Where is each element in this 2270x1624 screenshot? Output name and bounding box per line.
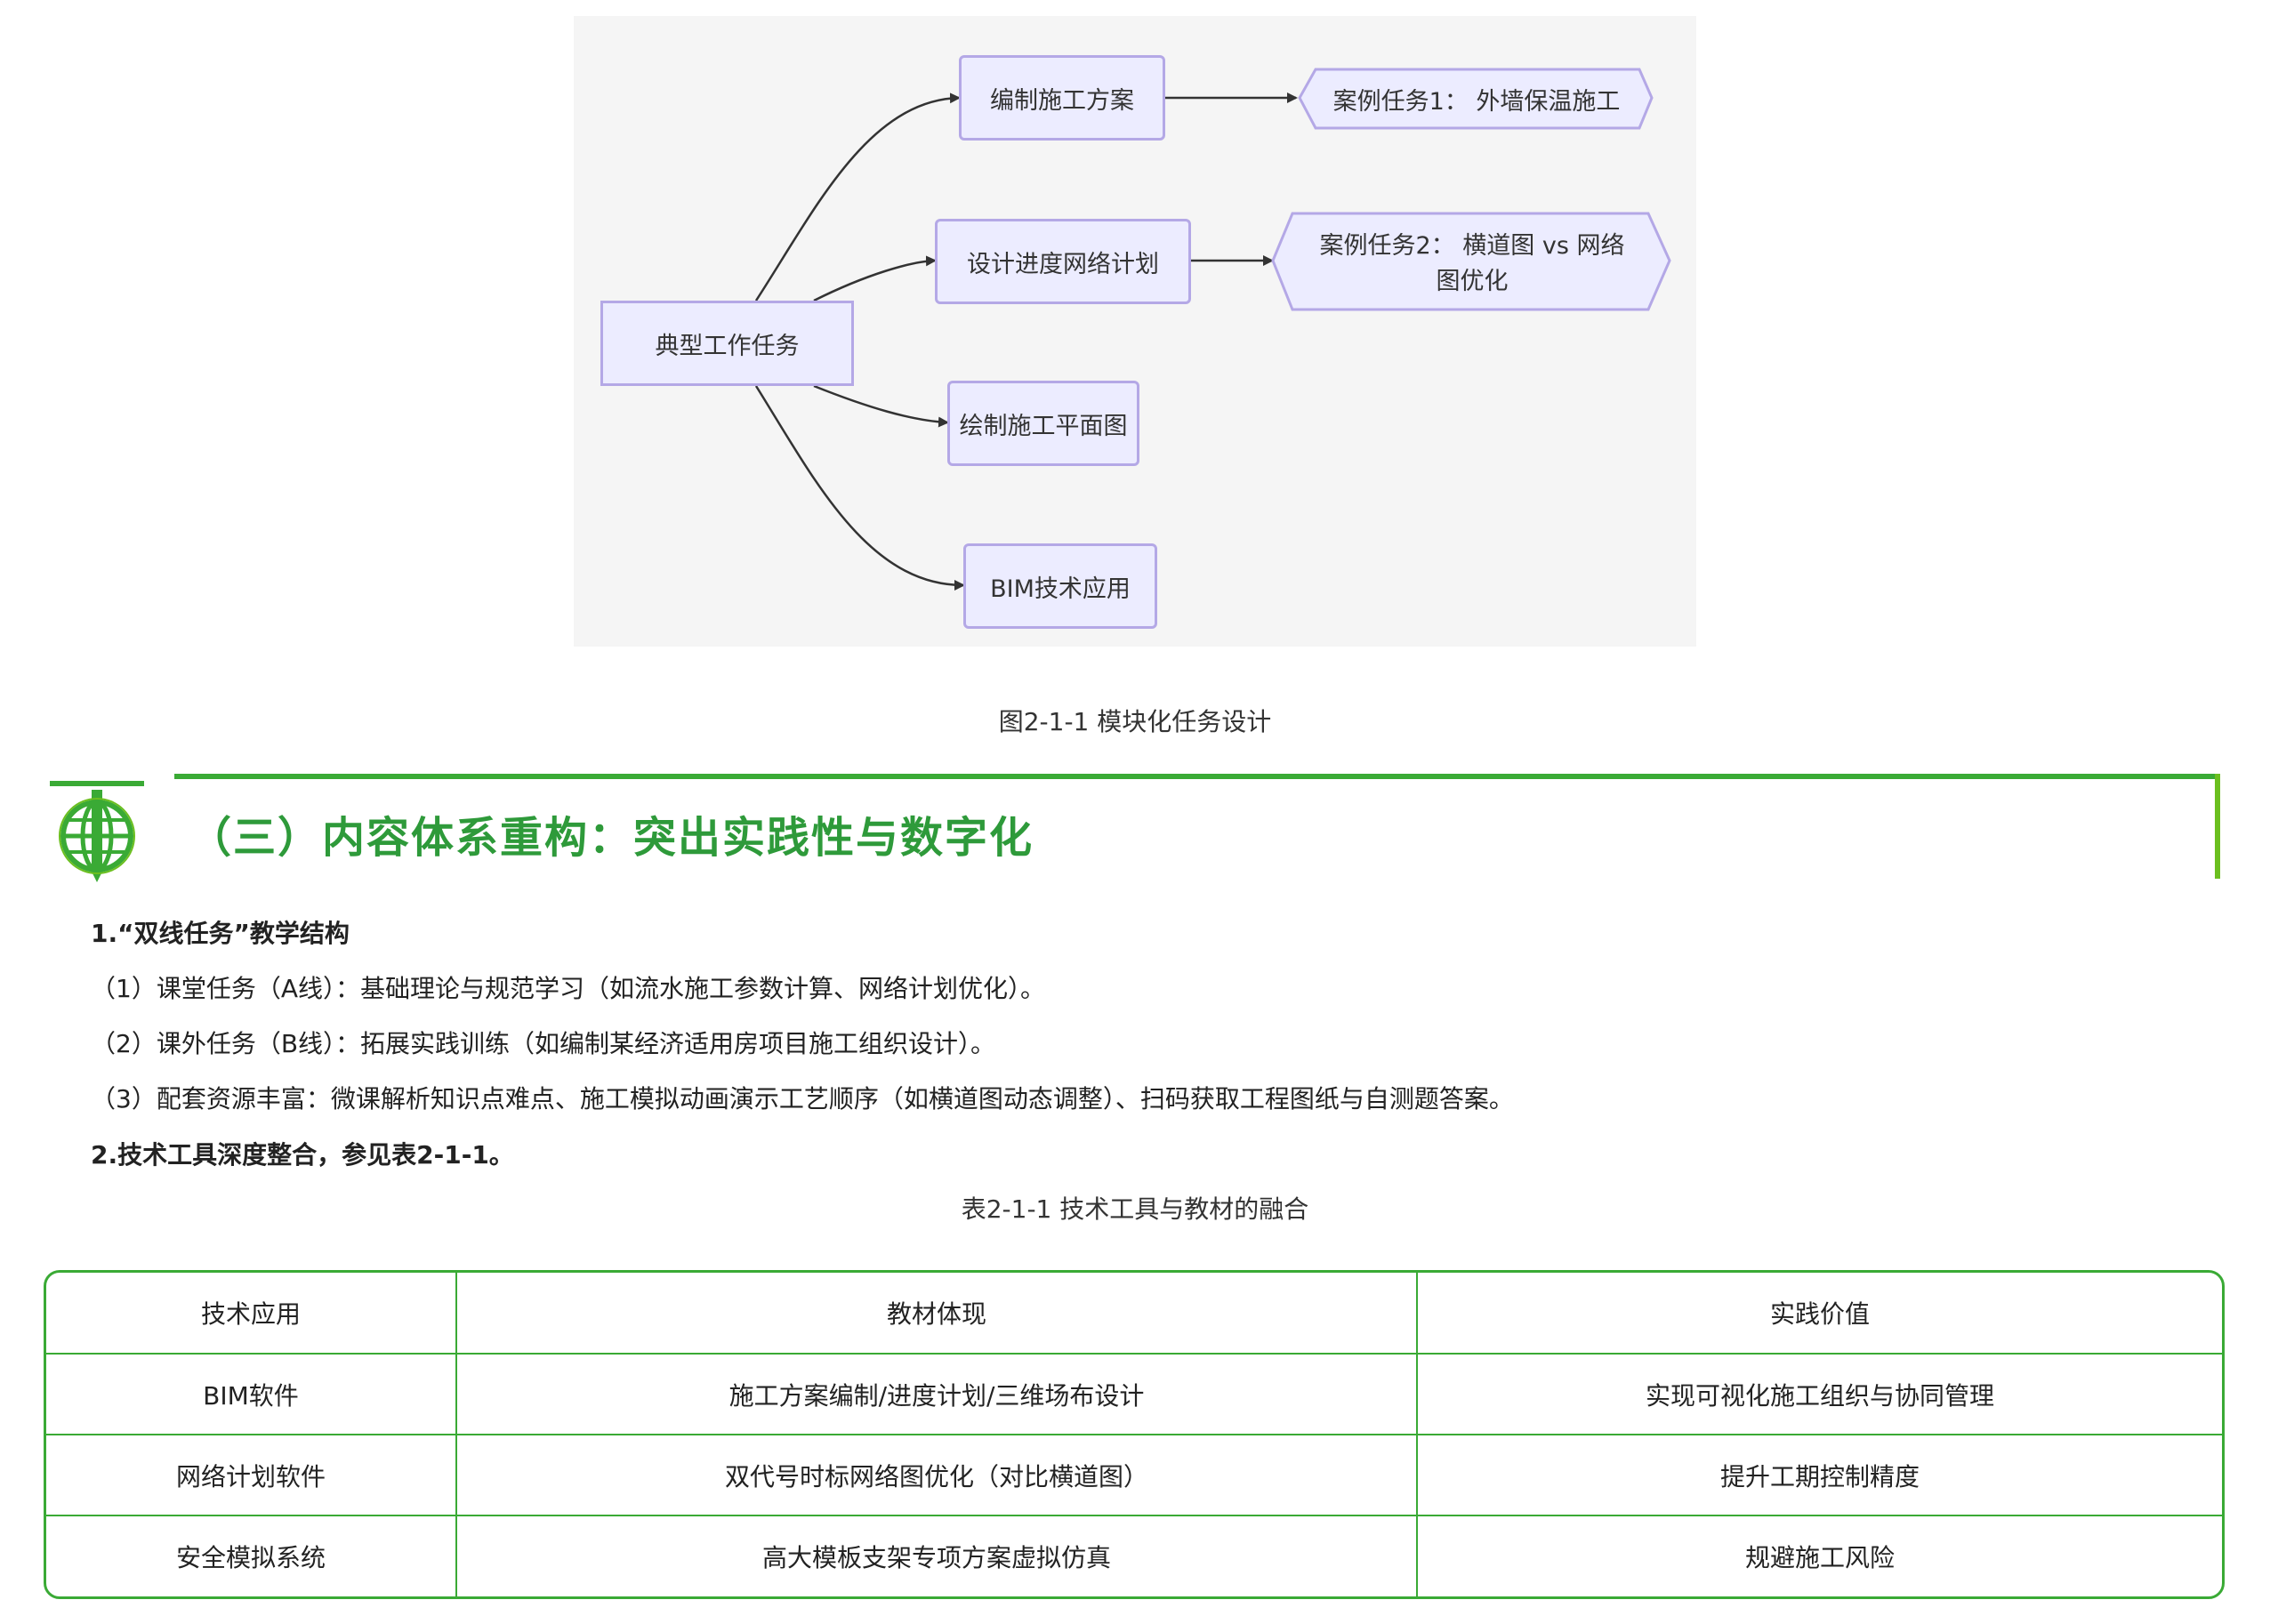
- table-cell: 安全模拟系统: [46, 1515, 457, 1596]
- case1-node-shape: [1298, 68, 1654, 130]
- table-header-row: 技术应用 教材体现 实践价值: [46, 1273, 2222, 1355]
- case2-node-shape: [1271, 212, 1671, 311]
- table-cell: 实现可视化施工组织与协同管理: [1416, 1353, 2222, 1435]
- edge-root-to-task1: [754, 92, 961, 301]
- task-node-4: BIM技术应用: [963, 543, 1157, 629]
- list-item-classroom-task: （1）课堂任务（A线）：基础理论与规范学习（如流水施工参数计算、网络计划优化）。: [91, 974, 1045, 1003]
- flowchart-edges: [754, 68, 1671, 591]
- edge-root-to-task4: [754, 385, 965, 591]
- case-node-2-label-line2: 图优化: [1436, 268, 1509, 295]
- table-caption: 表2-1-1 技术工具与教材的融合: [961, 1194, 1309, 1224]
- section-header: （三）内容体系重构：突出实践性与数字化: [0, 765, 2270, 889]
- list-item-extracurricular-task: （2）课外任务（B线）：拓展实践训练（如编制某经济适用房项目施工组织设计）。: [91, 1029, 996, 1058]
- task-node-1: 编制施工方案: [959, 55, 1165, 141]
- task-flowchart: 典型工作任务 编制施工方案 设计进度网络计划 绘制施工平面图 BIM技术应用 案…: [574, 16, 1696, 647]
- table-cell: 双代号时标网络图优化（对比横道图）: [455, 1434, 1418, 1516]
- table-row: 安全模拟系统 高大模板支架专项方案虚拟仿真 规避施工风险: [46, 1515, 2222, 1596]
- case-node-2-label-line1: 案例任务2： 横道图 vs 网络: [1319, 232, 1625, 260]
- root-node: 典型工作任务: [600, 301, 854, 386]
- edge-root-to-task3: [813, 384, 949, 428]
- task-node-3: 绘制施工平面图: [947, 381, 1139, 466]
- tool-integration-table: 技术应用 教材体现 实践价值 BIM软件 施工方案编制/进度计划/三维场布设计 …: [44, 1270, 2225, 1599]
- table-cell: 高大模板支架专项方案虚拟仿真: [455, 1515, 1418, 1596]
- table-row: BIM软件 施工方案编制/进度计划/三维场布设计 实现可视化施工组织与协同管理: [46, 1353, 2222, 1435]
- list-item-resources: （3）配套资源丰富：微课解析知识点难点、施工模拟动画演示工艺顺序（如横道图动态调…: [91, 1084, 1514, 1113]
- table-cell: 网络计划软件: [46, 1434, 457, 1516]
- table-row: 网络计划软件 双代号时标网络图优化（对比横道图） 提升工期控制精度: [46, 1434, 2222, 1516]
- table-header-cell: 技术应用: [46, 1273, 457, 1355]
- table-header-cell: 实践价值: [1416, 1273, 2222, 1355]
- table-cell: BIM软件: [46, 1353, 457, 1435]
- edge-root-to-task2: [813, 255, 937, 302]
- task-node-4-label: BIM技术应用: [990, 575, 1131, 603]
- table-cell: 规避施工风险: [1416, 1515, 2222, 1596]
- task-node-3-label: 绘制施工平面图: [959, 412, 1128, 440]
- figure-caption: 图2-1-1 模块化任务设计: [998, 707, 1272, 736]
- root-node-label: 典型工作任务: [655, 332, 800, 360]
- heading-tool-integration: 2.技术工具深度整合，参见表2-1-1。: [91, 1140, 514, 1170]
- section-title: （三）内容体系重构：突出实践性与数字化: [189, 813, 1034, 863]
- table-cell: 施工方案编制/进度计划/三维场布设计: [455, 1353, 1418, 1435]
- task-node-2: 设计进度网络计划: [935, 219, 1191, 304]
- section-header-right-rule: [2215, 774, 2220, 879]
- case-node-1-label: 案例任务1： 外墙保温施工: [1332, 88, 1621, 116]
- section-header-top-rule: [174, 774, 2220, 779]
- table-header-cell: 教材体现: [455, 1273, 1418, 1355]
- heading-dual-track: 1.“双线任务”教学结构: [91, 919, 350, 948]
- table-cell: 提升工期控制精度: [1416, 1434, 2222, 1516]
- task-node-2-label: 设计进度网络计划: [967, 250, 1159, 278]
- task-node-1-label: 编制施工方案: [990, 86, 1134, 115]
- globe-pen-icon: [50, 781, 144, 882]
